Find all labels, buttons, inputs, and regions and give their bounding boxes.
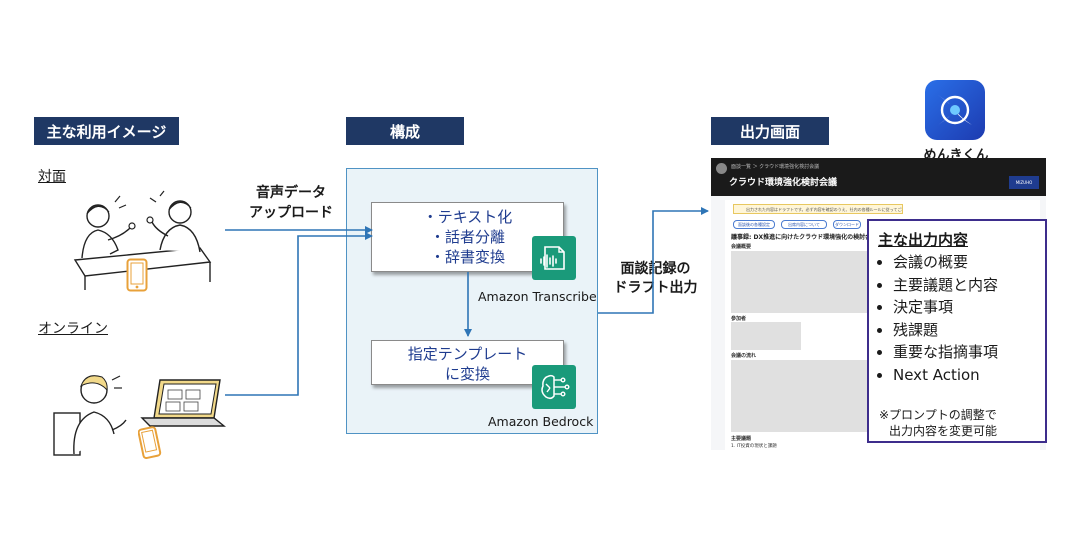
screen-section-attendees: 参加者: [731, 316, 747, 322]
online-meeting-illustration: [53, 375, 226, 456]
main-output-list: 会議の概要 主要議題と内容 決定事項 残課題 重要な指摘事項 Next Acti…: [869, 251, 998, 386]
main-output-item: Next Action: [893, 364, 998, 387]
screen-topic-1: 1. IT投資の現状と課題: [731, 444, 777, 449]
screen-brand-badge: MIZUHO: [1009, 176, 1039, 189]
upload-label: 音声データ アップロード: [241, 183, 341, 223]
output-label-line1: 面談記録の: [620, 261, 691, 277]
main-output-title: 主な出力内容: [878, 231, 969, 249]
arrow-output: [598, 207, 709, 314]
arrow-upload-online: [225, 232, 373, 396]
main-output-note-line1: ※プロンプトの調整で: [879, 408, 997, 422]
upload-label-line1: 音声データ: [256, 185, 326, 201]
screen-section-topics: 主要議題: [731, 436, 752, 442]
output-label-line2: ドラフト出力: [613, 280, 698, 296]
screen-logo-icon: [716, 163, 727, 174]
amazon-transcribe-label: Amazon Transcribe: [478, 289, 597, 304]
screen-breadcrumb: 面談一覧 ＞ クラウド環境強化検討会議: [731, 164, 820, 170]
main-output-item: 重要な指摘事項: [893, 341, 998, 364]
main-output-note: ※プロンプトの調整で 出力内容を変更可能: [879, 407, 997, 439]
header-usage: 主な利用イメージ: [34, 117, 179, 145]
transcribe-item: ・話者分離: [429, 228, 505, 246]
screen-title: クラウド環境強化検討会議: [729, 178, 838, 188]
screen-section-flow: 会議の流れ: [731, 353, 757, 359]
label-in-person: 対面: [38, 169, 66, 185]
screen-redacted-attendees: [731, 322, 801, 350]
bedrock-line1: 指定テンプレート: [407, 345, 528, 363]
main-output-item: 会議の概要: [893, 251, 998, 274]
screen-btn-attendance[interactable]: 出席内容について: [781, 220, 827, 229]
smartphone-icon: [138, 426, 162, 460]
upload-label-line2: アップロード: [249, 205, 333, 221]
output-label: 面談記録の ドラフト出力: [608, 260, 703, 298]
transcribe-item: ・テキスト化: [422, 208, 513, 226]
screen-btn-settings[interactable]: 面談後の各種設定: [733, 220, 775, 229]
amazon-bedrock-icon: [532, 365, 576, 409]
transcribe-item: ・辞書変換: [429, 248, 505, 266]
main-output-item: 主要議題と内容: [893, 274, 998, 297]
transcribe-step-box: ・テキスト化 ・話者分離 ・辞書変換: [371, 202, 564, 272]
amazon-transcribe-icon: [532, 236, 576, 280]
screen-redacted-summary: [731, 251, 871, 313]
smartphone-icon: [126, 258, 148, 292]
menkikun-app-icon: [925, 80, 985, 140]
screen-header: [711, 158, 1046, 196]
amazon-bedrock-label: Amazon Bedrock: [488, 414, 594, 429]
main-output-note-line2: 出力内容を変更可能: [889, 424, 998, 438]
label-online: オンライン: [38, 321, 108, 337]
header-output: 出力画面: [711, 117, 829, 145]
screen-redacted-flow: [731, 360, 871, 432]
screen-doc-title: 議事録: DX推進に向けたクラウド環境強化の検討会議: [731, 234, 878, 241]
bedrock-step-box: 指定テンプレート に変換: [371, 340, 564, 385]
screen-notice: 出力された内容はドラフトです。必ず内容を確認のうえ、社内の各種ルールに従ってご利…: [733, 204, 903, 214]
main-output-contents-box: 主な出力内容 会議の概要 主要議題と内容 決定事項 残課題 重要な指摘事項 Ne…: [867, 219, 1047, 443]
screen-section-summary: 会議概要: [731, 244, 752, 250]
main-output-item: 残課題: [893, 319, 998, 342]
main-output-item: 決定事項: [893, 296, 998, 319]
bedrock-line2: に変換: [444, 365, 490, 383]
screen-btn-download[interactable]: ダウンロード: [833, 220, 861, 229]
header-config: 構成: [346, 117, 464, 145]
